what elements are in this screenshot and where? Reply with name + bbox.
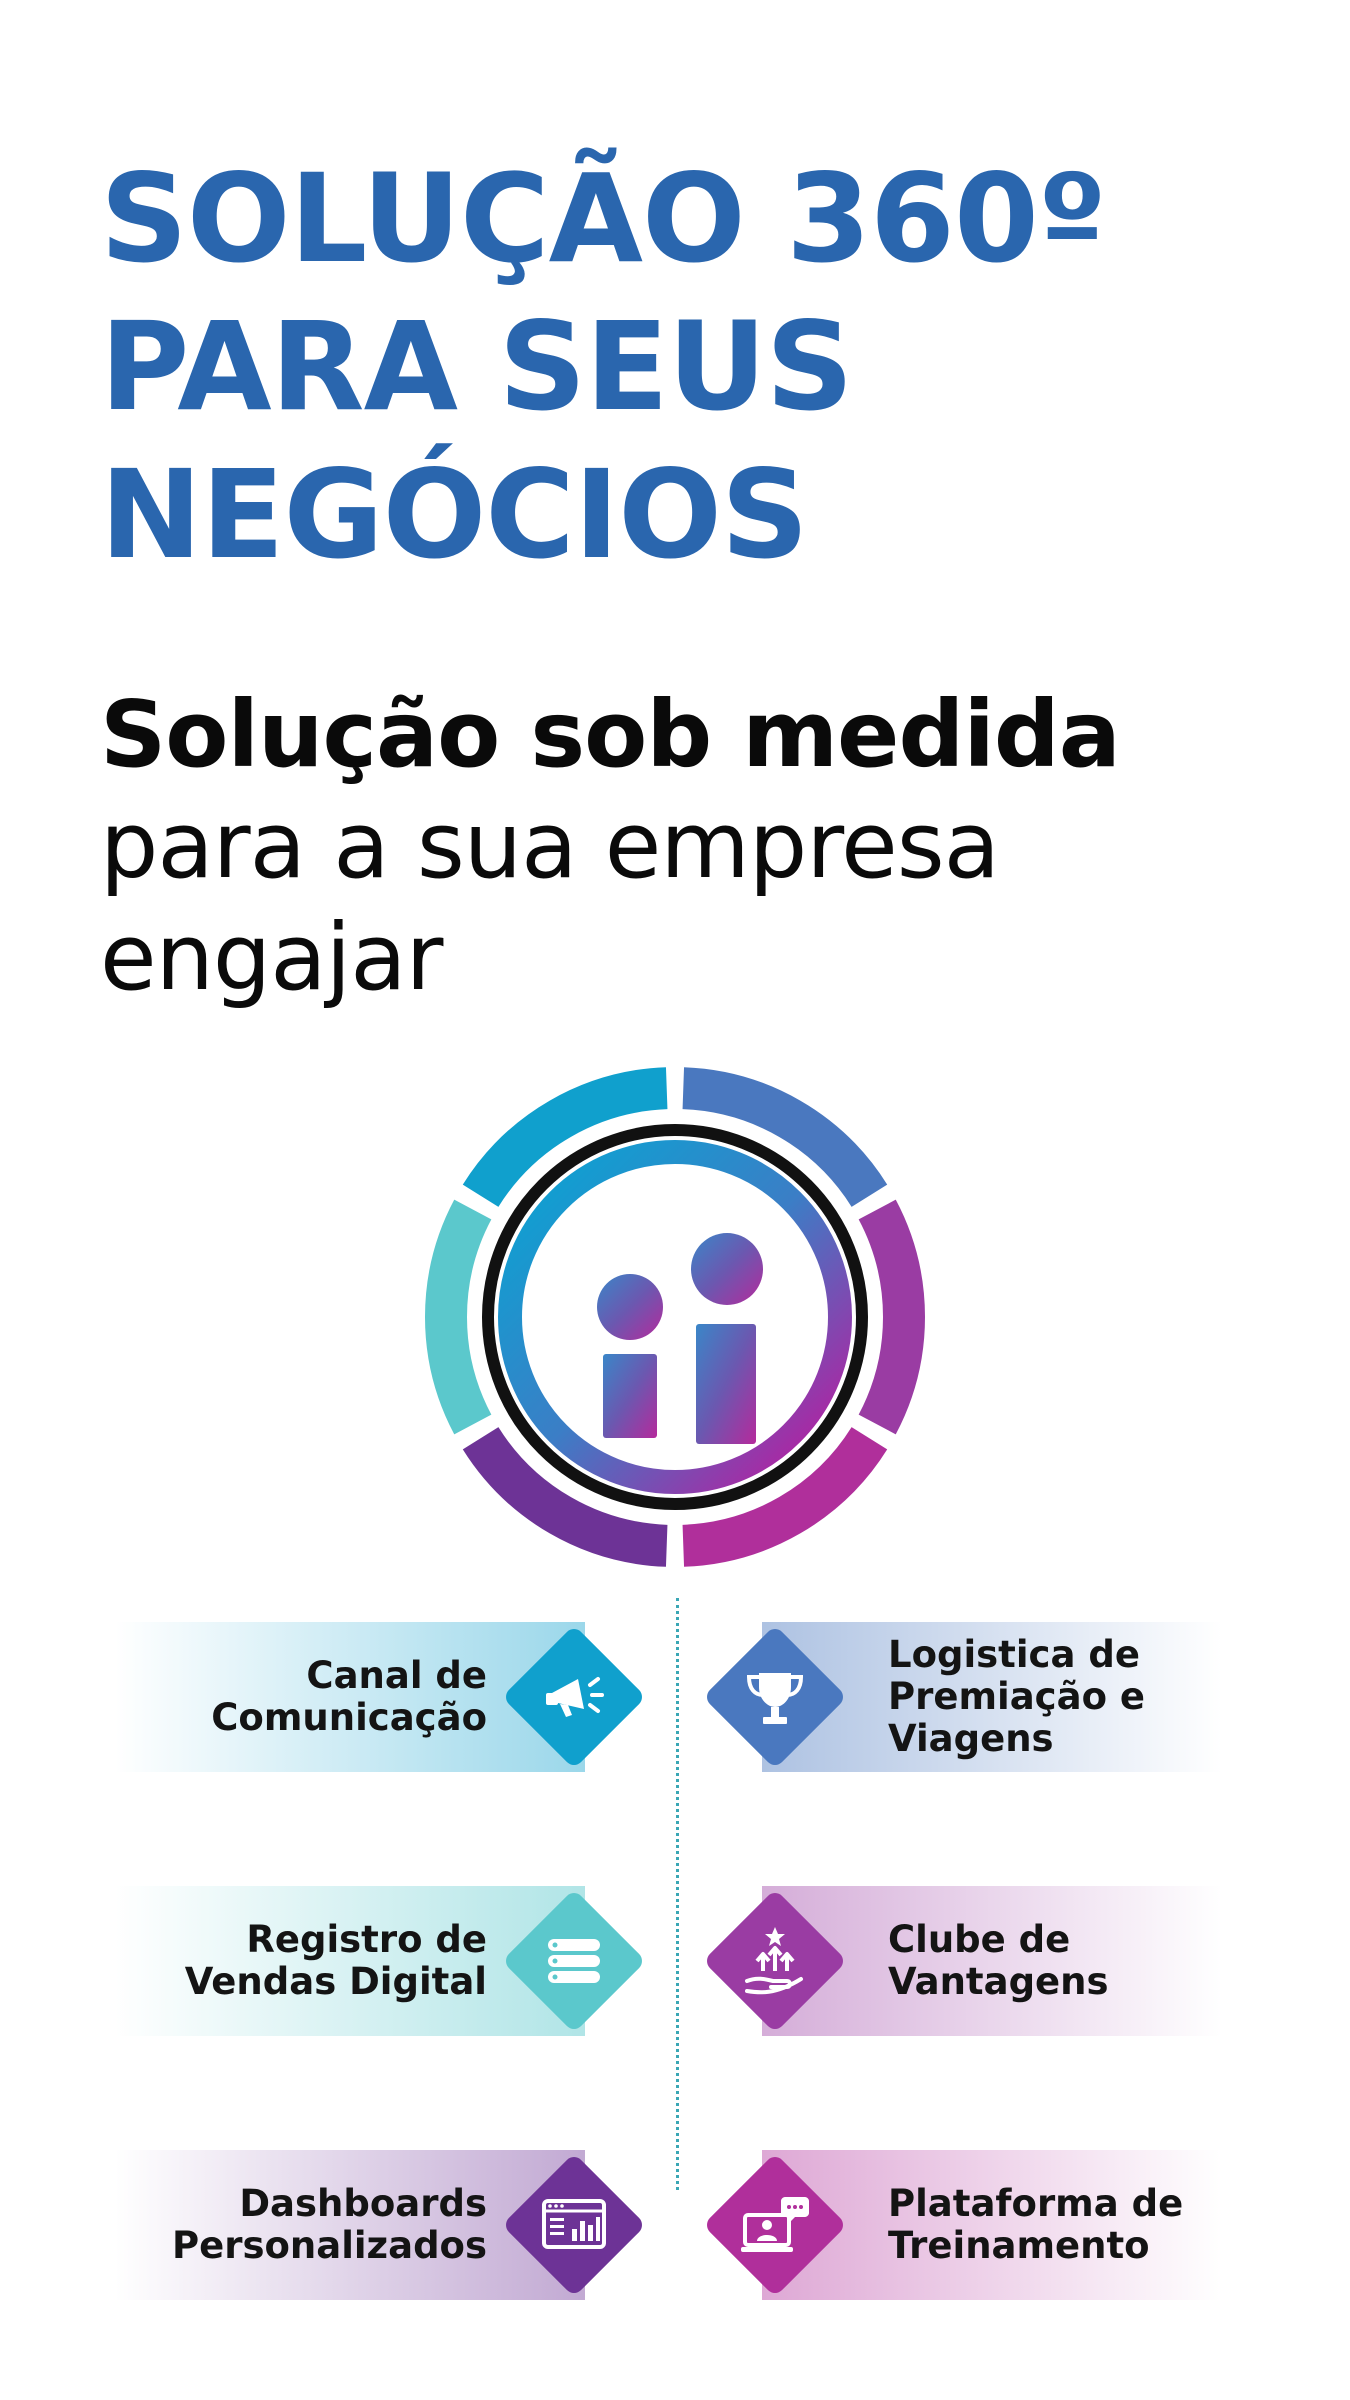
title-line-3: NEGÓCIOS xyxy=(100,444,809,586)
label-line-2: Treinamento xyxy=(888,2224,1150,2267)
feature-diamond xyxy=(702,1624,848,1770)
label-line-2: Vantagens xyxy=(888,1960,1109,2003)
feature-label: Canal de Comunicação xyxy=(211,1655,487,1739)
subtitle-light: para a sua empresa engajar xyxy=(100,792,1000,1011)
dashboard-icon xyxy=(542,2199,606,2249)
online-training-icon xyxy=(741,2197,809,2252)
label-line-1: Canal de xyxy=(306,1654,487,1697)
label-line-2: Personalizados xyxy=(171,2224,487,2267)
label-line-1: Dashboards xyxy=(239,2182,487,2225)
feature-logistica-premiacao: Logistica de Premiação e Viagens xyxy=(702,1622,1222,1772)
megaphone-icon xyxy=(546,1677,604,1717)
feature-plataforma-treinamento: Plataforma de Treinamento xyxy=(702,2150,1222,2300)
feature-diamond xyxy=(501,1888,647,2034)
feature-canal-comunicacao: Canal de Comunicação xyxy=(115,1622,647,1772)
trophy-icon xyxy=(746,1673,804,1724)
label-line-3: Viagens xyxy=(888,1717,1054,1760)
growth-hand-icon xyxy=(745,1927,803,1995)
feature-diamond xyxy=(501,1624,647,1770)
person-right-head xyxy=(691,1233,763,1305)
feature-diamond xyxy=(702,2152,848,2298)
feature-label: Registro de Vendas Digital xyxy=(185,1919,487,2003)
ring-segment-right xyxy=(858,1199,925,1435)
subtitle-strong: Solução sob medida xyxy=(100,681,1121,788)
ring-segment-bottom-left xyxy=(462,1426,668,1567)
label-line-1: Logistica de xyxy=(888,1633,1140,1676)
ring-segment-bottom-right xyxy=(682,1426,888,1567)
label-line-1: Registro de xyxy=(246,1918,487,1961)
ring-segment-top-left xyxy=(462,1067,668,1208)
label-line-1: Plataforma de xyxy=(888,2182,1184,2225)
feature-clube-vantagens: Clube de Vantagens xyxy=(702,1886,1222,2036)
logo-gradient-ring xyxy=(498,1140,852,1494)
feature-registro-vendas: Registro de Vendas Digital xyxy=(115,1886,647,2036)
feature-label: Plataforma de Treinamento xyxy=(888,2183,1183,2267)
ring-segment-top-right xyxy=(682,1067,888,1208)
outer-ring-segments xyxy=(425,1067,925,1567)
feature-label: Dashboards Personalizados xyxy=(172,2183,487,2267)
logo-inner-white xyxy=(497,1139,853,1495)
database-icon xyxy=(548,1939,600,1983)
ring-segment-left xyxy=(425,1199,492,1435)
label-line-1: Clube de xyxy=(888,1918,1071,1961)
feature-diamond xyxy=(501,2152,647,2298)
people-logo-icon xyxy=(425,1067,925,1567)
label-line-2: Vendas Digital xyxy=(184,1960,487,2003)
person-right-body xyxy=(696,1324,756,1444)
feature-diamond xyxy=(702,1888,848,2034)
label-line-2: Comunicação xyxy=(211,1696,487,1739)
center-divider-line xyxy=(676,1598,679,2190)
feature-label: Logistica de Premiação e Viagens xyxy=(888,1634,1145,1760)
logo-figures xyxy=(597,1233,763,1444)
main-title: SOLUÇÃO 360º PARA SEUS NEGÓCIOS xyxy=(100,145,1300,589)
title-line-2: PARA SEUS xyxy=(100,296,854,438)
title-line-1: SOLUÇÃO 360º xyxy=(100,148,1107,290)
person-left-head xyxy=(597,1274,663,1340)
person-left-body xyxy=(603,1354,657,1438)
label-line-2: Premiação e xyxy=(888,1675,1145,1718)
feature-dashboards: Dashboards Personalizados xyxy=(115,2150,647,2300)
feature-label: Clube de Vantagens xyxy=(888,1919,1109,2003)
